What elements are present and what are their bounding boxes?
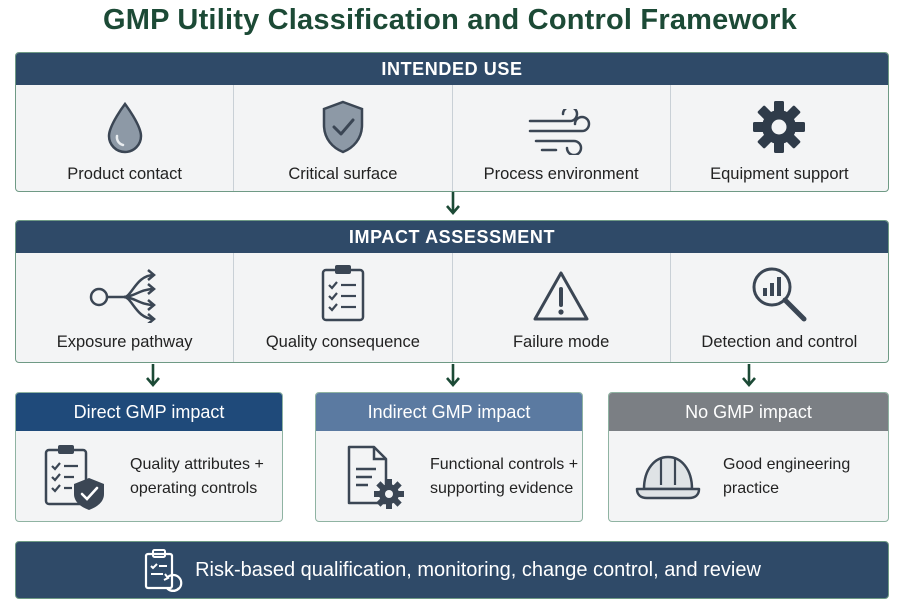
- flow-arrow-down-icon: [742, 364, 756, 387]
- no-gmp-impact-box: No GMP impact Good engineering practice: [608, 392, 889, 522]
- impact-exposure-pathway: Exposure pathway: [16, 253, 235, 362]
- intended-use-section: INTENDED USE Product contact Critical su…: [15, 52, 889, 192]
- intended-use-label: Critical surface: [288, 165, 398, 183]
- indirect-gmp-impact-box: Indirect GMP impact: [315, 392, 583, 522]
- direct-gmp-impact-text: Quality attributes + operating controls: [130, 456, 264, 497]
- gear-icon: [751, 91, 807, 155]
- wind-icon: [526, 91, 596, 155]
- intended-use-equipment-support: Equipment support: [671, 85, 888, 191]
- impact-label: Exposure pathway: [56, 333, 193, 351]
- checklist-shield-icon: [34, 442, 116, 512]
- flow-arrow-down-icon: [446, 364, 460, 387]
- hard-hat-icon: [627, 449, 709, 505]
- intended-use-process-environment: Process environment: [453, 85, 671, 191]
- impact-label: Quality consequence: [265, 333, 420, 351]
- no-gmp-impact-text: Good engineering practice: [723, 456, 851, 497]
- impact-quality-consequence: Quality consequence: [234, 253, 453, 362]
- magnifier-chart-icon: [748, 259, 810, 323]
- clipboard-checklist-icon: [320, 259, 366, 323]
- droplet-icon: [103, 91, 147, 155]
- branching-arrows-icon: [88, 259, 162, 323]
- impact-assessment-section: IMPACT ASSESSMENT Exposure pathway: [15, 220, 889, 363]
- intended-use-critical-surface: Critical surface: [234, 85, 453, 191]
- clipboard-refresh-icon: [143, 548, 183, 592]
- shield-check-icon: [319, 91, 367, 155]
- page-title: GMP Utility Classification and Control F…: [103, 4, 797, 36]
- footer-text: Risk-based qualification, monitoring, ch…: [195, 558, 761, 581]
- flow-arrow-down-icon: [146, 364, 160, 387]
- intended-use-label: Product contact: [67, 165, 182, 183]
- impact-detection-control: Detection and control: [671, 253, 888, 362]
- impact-label: Detection and control: [701, 333, 858, 351]
- document-gear-icon: [334, 443, 416, 511]
- flow-arrow-down-icon: [446, 192, 460, 215]
- indirect-gmp-impact-header: Indirect GMP impact: [316, 393, 582, 431]
- direct-gmp-impact-box: Direct GMP impact Quality attributes + o…: [15, 392, 283, 522]
- intended-use-label: Process environment: [483, 165, 639, 183]
- intended-use-label: Equipment support: [710, 165, 849, 183]
- intended-use-header: INTENDED USE: [16, 53, 888, 85]
- impact-assessment-header: IMPACT ASSESSMENT: [16, 221, 888, 253]
- no-gmp-impact-header: No GMP impact: [609, 393, 888, 431]
- direct-gmp-impact-header: Direct GMP impact: [16, 393, 282, 431]
- intended-use-product-contact: Product contact: [16, 85, 235, 191]
- warning-triangle-icon: [531, 259, 591, 323]
- indirect-gmp-impact-text: Functional controls + supporting evidenc…: [430, 456, 579, 497]
- footer-banner: Risk-based qualification, monitoring, ch…: [15, 541, 889, 599]
- impact-label: Failure mode: [512, 333, 610, 351]
- impact-failure-mode: Failure mode: [453, 253, 671, 362]
